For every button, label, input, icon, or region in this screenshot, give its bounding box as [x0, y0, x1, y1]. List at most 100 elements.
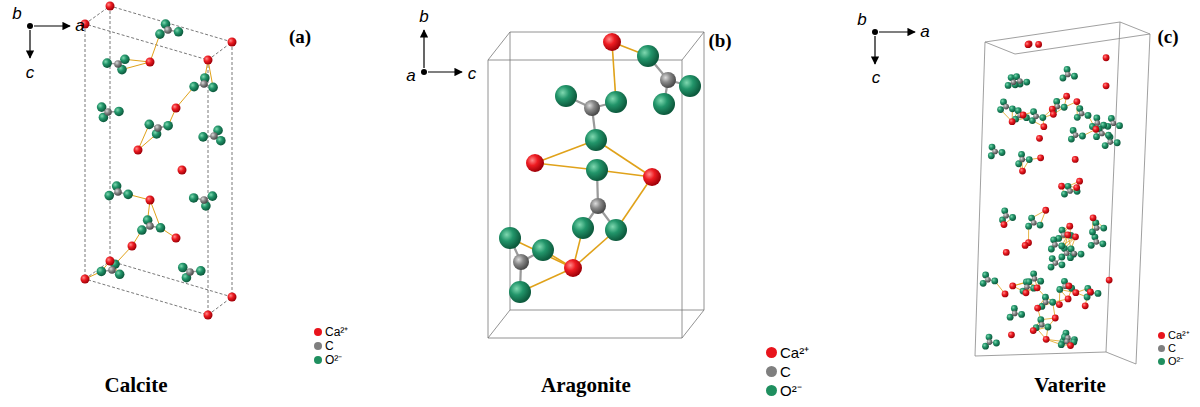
oxygen-atom: [1058, 242, 1065, 249]
oxygen-atom: [585, 129, 607, 151]
legend-text: O²⁻: [1168, 356, 1184, 367]
legend-text: O²⁻: [325, 354, 342, 366]
oxygen-atom: [509, 281, 531, 303]
calcium-atom: [1001, 221, 1008, 228]
calcium-atom: [172, 104, 181, 113]
carbon-atom: [1111, 120, 1117, 126]
calcium-atom: [1037, 154, 1044, 161]
calcium-atom: [146, 58, 155, 67]
calcium-atom: [228, 293, 237, 302]
carbon-atom: [154, 124, 162, 132]
oxygen-atom: [999, 149, 1006, 156]
unit-cell-edge: [488, 32, 510, 60]
legend-entry: Ca²⁺: [314, 326, 348, 338]
unit-cell-edge: [85, 24, 86, 279]
carbon-atom: [164, 26, 172, 34]
oxygen-atom: [1061, 104, 1068, 111]
panel-caption: Calcite: [105, 375, 168, 396]
oxygen-atom: [1060, 75, 1067, 82]
carbon-atom: [186, 268, 194, 276]
carbon-atom: [985, 277, 991, 283]
carbon-atom: [1019, 157, 1025, 163]
unit-cell-edge: [488, 60, 682, 338]
carbon-atom: [210, 132, 218, 140]
oxygen-atom: [1037, 222, 1044, 229]
unit-cell-edge: [110, 6, 111, 261]
oxygen-atom: [499, 227, 521, 249]
oxygen-atom: [605, 219, 627, 241]
oxygen-atom: [1114, 139, 1121, 146]
carbon-atom: [590, 198, 606, 214]
calcium-atom: [1072, 156, 1079, 163]
oxygen-atom: [1018, 311, 1025, 318]
calcium-atom: [1025, 41, 1032, 48]
oxygen-atom: [1026, 278, 1033, 285]
calcium-atom: [128, 242, 137, 251]
oxygen-atom: [1009, 214, 1016, 221]
legend-text: Ca²⁺: [780, 345, 809, 360]
legend-swatch: [314, 356, 322, 364]
axis-label: c: [26, 64, 35, 81]
legend-entry: O²⁻: [766, 383, 802, 398]
axis-dot: [421, 69, 427, 75]
legend-swatch: [766, 385, 777, 396]
legend-entry: C: [766, 364, 791, 379]
carbon-atom: [1031, 220, 1037, 226]
panel-letter: (a): [289, 27, 311, 46]
carbon-atom: [1024, 284, 1030, 290]
axis-arrow: [879, 31, 915, 32]
oxygen-atom: [679, 75, 701, 97]
oxygen-atom: [1105, 132, 1112, 139]
carbon-atom: [1094, 239, 1100, 245]
calcium-atom: [1082, 302, 1089, 309]
oxygen-atom: [1100, 225, 1107, 232]
oxygen-atom: [1023, 79, 1030, 86]
carbon-atom: [1073, 132, 1079, 138]
calcium-atom: [1030, 327, 1037, 334]
carbon-atom: [992, 149, 998, 155]
unit-cell-edge: [1120, 22, 1150, 34]
oxygen-atom: [991, 278, 998, 285]
unit-cell-edge: [985, 34, 1150, 364]
legend-entry: Ca²⁺: [766, 345, 809, 360]
oxygen-atom: [1045, 324, 1052, 331]
oxygen-atom: [1071, 73, 1078, 80]
oxygen-atom: [1005, 82, 1012, 89]
oxygen-atom: [208, 83, 218, 93]
oxygen-atom: [1026, 156, 1033, 163]
panel-caption: Aragonite: [541, 375, 631, 396]
calcium-atom: [1058, 183, 1065, 190]
calcium-atom: [1073, 98, 1080, 105]
legend-entry: O²⁻: [314, 354, 342, 366]
calcium-atom: [643, 168, 661, 186]
calcium-atom: [1002, 291, 1009, 298]
oxygen-atom: [1037, 278, 1044, 285]
carbon-atom: [1012, 311, 1018, 317]
calcium-atom: [1008, 331, 1015, 338]
legend-entry: O²⁻: [1158, 356, 1184, 367]
calcium-atom: [1034, 284, 1041, 291]
calcium-atom: [1106, 277, 1113, 284]
calcium-atom: [1009, 283, 1016, 290]
calcite-structure: [81, 2, 237, 320]
calcium-atom: [1066, 223, 1073, 230]
calcium-atom: [178, 166, 187, 175]
calcium-atom: [1103, 82, 1110, 89]
oxygen-atom: [189, 82, 199, 92]
carbon-atom: [1094, 225, 1100, 231]
calcium-atom: [1076, 178, 1083, 185]
unit-cell-edge: [232, 42, 233, 297]
calcium-atom: [1050, 111, 1057, 118]
axis-label: a: [920, 23, 929, 40]
oxygen-atom: [1009, 105, 1016, 112]
axis-arrow: [34, 25, 70, 26]
calcium-atom: [1087, 289, 1094, 296]
aragonite-structure: [499, 33, 701, 303]
oxygen-atom: [1085, 112, 1092, 119]
calcium-atom: [1036, 135, 1043, 142]
carbon-atom: [1065, 72, 1071, 78]
oxygen-atom: [1049, 299, 1056, 306]
oxygen-atom: [532, 239, 554, 261]
carbon-atom: [1067, 188, 1073, 194]
carbon-atom: [1033, 114, 1039, 120]
